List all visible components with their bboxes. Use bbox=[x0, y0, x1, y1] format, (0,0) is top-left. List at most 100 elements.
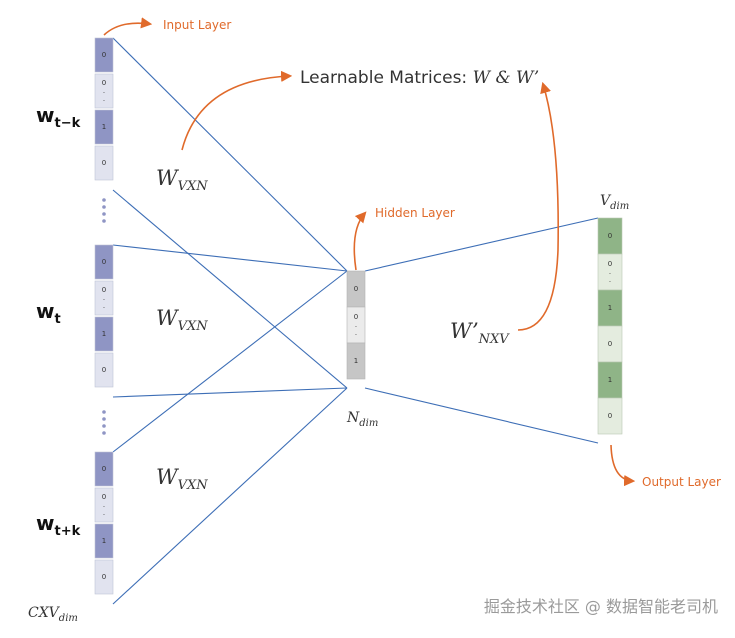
output-cell-value: . bbox=[609, 276, 611, 284]
word-label-t-plus-k: wt+k bbox=[36, 511, 81, 539]
hidden-cell: 0.. bbox=[347, 307, 365, 343]
input-cell-value: 0 bbox=[102, 493, 106, 501]
connection-line bbox=[365, 388, 598, 443]
w-sub: VXN bbox=[178, 179, 209, 194]
input-cell-value: 1 bbox=[102, 330, 106, 338]
ellipsis-dot bbox=[102, 205, 106, 209]
input-cell-value: 0 bbox=[102, 573, 106, 581]
input-cell: 1 bbox=[95, 524, 113, 558]
input-vector-t-minus-k: 00..10 bbox=[95, 38, 113, 180]
output-cell-value: 0 bbox=[608, 340, 612, 348]
input-cell-value: . bbox=[103, 302, 105, 310]
ellipsis-dot bbox=[102, 431, 106, 435]
hidden-cell: 0 bbox=[347, 271, 365, 307]
word-base: w bbox=[36, 511, 54, 535]
hidden-cell-value: 0 bbox=[354, 313, 358, 321]
input-layer-label: Input Layer bbox=[163, 18, 231, 32]
hidden-layer-arrow bbox=[354, 213, 365, 270]
input-cell-value: 0 bbox=[102, 159, 106, 167]
w-base: W bbox=[156, 306, 180, 330]
input-cell: 0 bbox=[95, 353, 113, 387]
cxv-base: CXV bbox=[28, 605, 61, 621]
hidden-cell-value: . bbox=[355, 329, 357, 337]
w-sub: VXN bbox=[178, 478, 209, 493]
hidden-layer-label: Hidden Layer bbox=[375, 206, 455, 220]
output-layer-vector: 00..1010 bbox=[598, 218, 622, 434]
input-cell-value: 1 bbox=[102, 537, 106, 545]
connection-line bbox=[113, 245, 347, 271]
input-cell: 0 bbox=[95, 146, 113, 180]
hidden-layer-vector: 00..1 bbox=[347, 271, 365, 379]
w-prime-nxv-label: W’NXV bbox=[450, 319, 510, 347]
input-cell: 0 bbox=[95, 245, 113, 279]
output-cell: 0 bbox=[598, 218, 622, 254]
learnable-prefix: Learnable Matrices: bbox=[300, 68, 473, 88]
output-layer-arrow bbox=[611, 445, 633, 481]
input-cell-value: . bbox=[103, 509, 105, 517]
input-cell-value: 0 bbox=[102, 51, 106, 59]
input-cell-value: 0 bbox=[102, 79, 106, 87]
connection-line bbox=[113, 271, 347, 452]
cxv-sub: dim bbox=[59, 613, 78, 624]
input-cell-value: . bbox=[103, 294, 105, 302]
hidden-cell-value: . bbox=[355, 321, 357, 329]
learnable-math: W & W’ bbox=[473, 68, 540, 88]
ellipsis-dot bbox=[102, 212, 106, 216]
output-layer-label: Output Layer bbox=[642, 475, 721, 489]
w-prime-base: W’ bbox=[450, 319, 479, 343]
input-cell: 0.. bbox=[95, 74, 113, 108]
connection-line bbox=[113, 388, 347, 397]
w-base: W bbox=[156, 465, 180, 489]
input-vector-t-plus-k: 00..10 bbox=[95, 452, 113, 594]
word-sub: t+k bbox=[54, 524, 80, 539]
word-base: w bbox=[36, 103, 54, 127]
word-base: w bbox=[36, 299, 54, 323]
ellipsis-dot bbox=[102, 198, 106, 202]
output-cell-value: 1 bbox=[608, 376, 612, 384]
learnable-matrices-title: Learnable Matrices: W & W’ bbox=[300, 68, 539, 88]
output-cell-value: 0 bbox=[608, 260, 612, 268]
w-sub: VXN bbox=[178, 319, 209, 334]
watermark: 掘金技术社区 @ 数据智能老司机 bbox=[484, 597, 718, 616]
learnable-arrow-left bbox=[182, 76, 290, 150]
input-cell-value: 0 bbox=[102, 366, 106, 374]
n-base: N bbox=[346, 410, 360, 426]
output-cell-value: . bbox=[609, 268, 611, 276]
annotation-arrows bbox=[104, 23, 633, 481]
output-cell-value: 0 bbox=[608, 232, 612, 240]
input-cell-value: 0 bbox=[102, 258, 106, 266]
output-cell-value: 1 bbox=[608, 304, 612, 312]
learnable-arrow-right bbox=[518, 84, 558, 330]
output-cell: 0 bbox=[598, 398, 622, 434]
input-layer-arrow bbox=[104, 23, 150, 35]
word-sub: t−k bbox=[54, 116, 80, 131]
input-cell-value: 1 bbox=[102, 123, 106, 131]
w-vxn-label-1: WVXN bbox=[156, 166, 208, 194]
output-cell: 1 bbox=[598, 362, 622, 398]
input-cell: 1 bbox=[95, 317, 113, 351]
output-cell: 0.. bbox=[598, 254, 622, 290]
output-cell: 0 bbox=[598, 326, 622, 362]
input-cell: 1 bbox=[95, 110, 113, 144]
w-base: W bbox=[156, 166, 180, 190]
input-cell-value: . bbox=[103, 87, 105, 95]
output-cell: 1 bbox=[598, 290, 622, 326]
hidden-cell: 1 bbox=[347, 343, 365, 379]
cxv-dim-label: CXVdim bbox=[28, 605, 78, 624]
input-cell: 0.. bbox=[95, 281, 113, 315]
connection-line bbox=[113, 190, 347, 388]
connection-line bbox=[113, 388, 347, 604]
input-vector-t: 00..10 bbox=[95, 245, 113, 387]
n-dim-label: Ndim bbox=[346, 410, 378, 429]
word-sub: t bbox=[54, 312, 60, 327]
ellipsis-dot bbox=[102, 424, 106, 428]
hidden-cell-value: 1 bbox=[354, 357, 358, 365]
ellipsis-dot bbox=[102, 219, 106, 223]
ellipsis-dot bbox=[102, 417, 106, 421]
input-cell: 0 bbox=[95, 560, 113, 594]
connection-line bbox=[365, 218, 598, 271]
input-cell-value: . bbox=[103, 95, 105, 103]
input-cell-value: 0 bbox=[102, 465, 106, 473]
input-cell-value: 0 bbox=[102, 286, 106, 294]
